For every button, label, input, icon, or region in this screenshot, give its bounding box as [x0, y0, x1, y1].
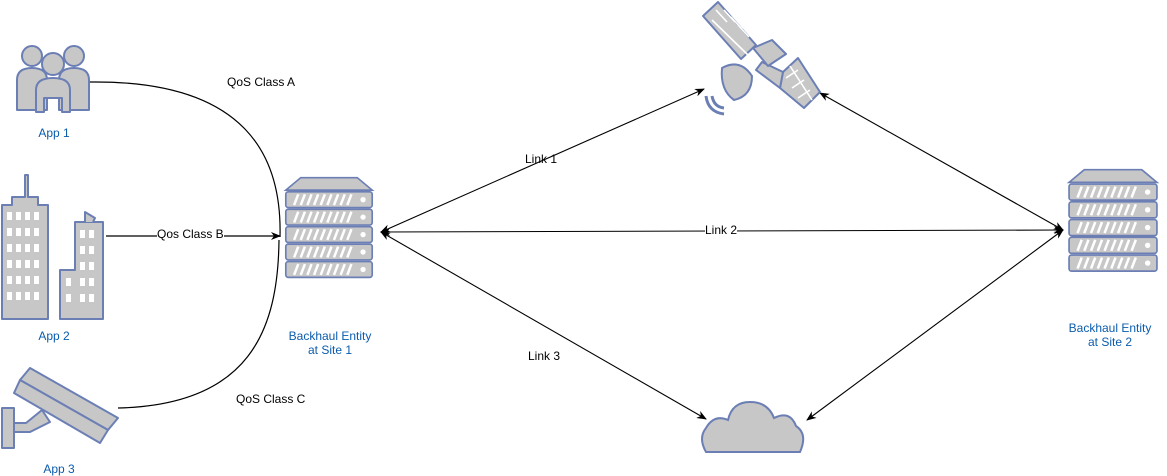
backhaul-site-1-label-line2: at Site 1	[307, 343, 353, 357]
qos-class-b-label: Qos Class B	[157, 227, 224, 241]
cloud-to-site2-line	[806, 229, 1064, 421]
backhaul-site-2-label: Backhaul Entity at Site 2	[1053, 321, 1167, 349]
backhaul-site-2-label-line1: Backhaul Entity	[1068, 321, 1152, 335]
backhaul-site-2-label-line2: at Site 2	[1087, 335, 1133, 349]
qos-connectors	[89, 81, 281, 409]
security-camera-icon	[1, 367, 119, 449]
qos-class-a-label: QoS Class A	[227, 75, 296, 89]
qos-class-c-line	[117, 239, 280, 409]
users-icon	[16, 45, 90, 113]
link-1-label: Link 1	[525, 152, 558, 166]
app-2-label: App 2	[38, 329, 70, 343]
link-1-line	[380, 88, 705, 233]
server-rack-icon	[284, 176, 374, 279]
server-rack-icon	[1067, 168, 1159, 273]
qos-class-c-label: QoS Class C	[236, 392, 306, 406]
backhaul-site-1-label: Backhaul Entity at Site 1	[270, 329, 390, 357]
buildings-icon	[1, 174, 104, 320]
qos-class-a-line	[89, 81, 281, 238]
link-2-label: Link 2	[705, 223, 738, 237]
cloud-icon	[701, 400, 805, 453]
app-3-label: App 3	[43, 462, 75, 476]
backhaul-links	[380, 88, 1064, 421]
link-3-label: Link 3	[528, 349, 561, 363]
link-3-line	[380, 231, 707, 420]
satellite-to-site2-line	[819, 92, 1064, 231]
backhaul-site-1-label-line1: Backhaul Entity	[288, 329, 372, 343]
app-1-label: App 1	[38, 126, 70, 140]
satellite-icon	[702, 1, 821, 116]
